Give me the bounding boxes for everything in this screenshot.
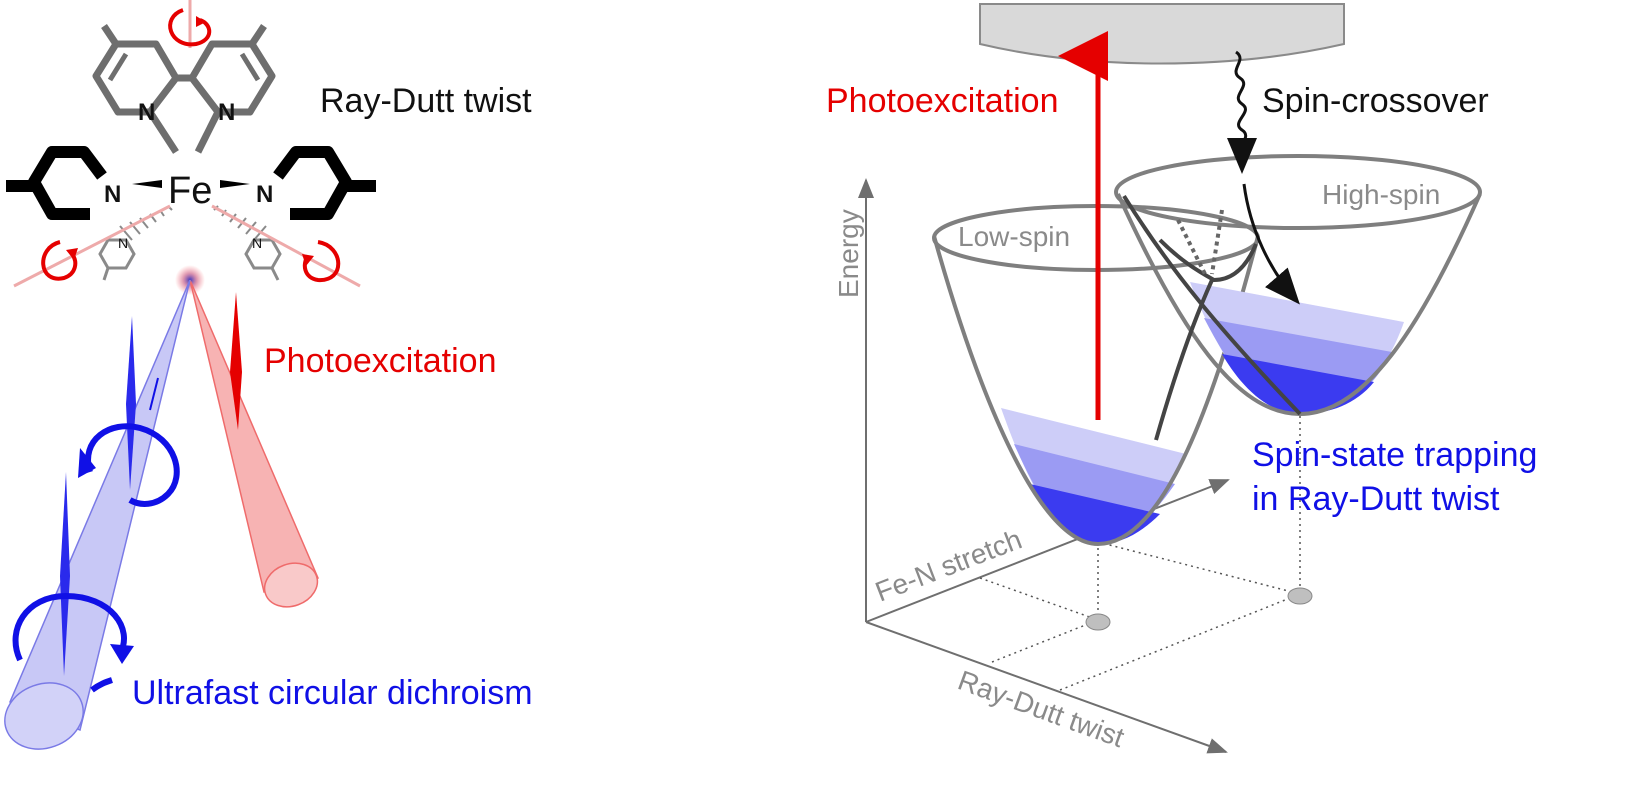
pump-beam bbox=[189, 279, 320, 608]
probe-circular-arrowhead-2 bbox=[110, 644, 134, 664]
top-rotation-arrow bbox=[168, 8, 212, 47]
ray-dutt-twist-axis-label: Ray-Dutt twist bbox=[954, 665, 1129, 754]
n-atom-right: N bbox=[256, 181, 273, 208]
low-spin-label: Low-spin bbox=[958, 221, 1070, 252]
energy-axis-label: Energy bbox=[833, 209, 864, 298]
n-atom-rear-right: N bbox=[252, 235, 262, 251]
trapping-label-line2: in Ray-Dutt twist bbox=[1252, 480, 1500, 518]
left-rotation-arrow bbox=[41, 240, 78, 281]
fe-n-stretch-axis-label: Fe-N stretch bbox=[871, 523, 1026, 607]
probe-small-arrow bbox=[149, 377, 159, 411]
relaxation-arrow bbox=[1242, 183, 1300, 305]
probe-circular-arrow-1 bbox=[85, 423, 180, 507]
top-rotation-arrowhead bbox=[196, 16, 206, 27]
fe-atom-label: Fe bbox=[168, 170, 212, 212]
left-wedge-bond bbox=[132, 180, 162, 188]
n-atom-left: N bbox=[104, 181, 121, 208]
probe-polarization-2 bbox=[60, 472, 70, 676]
left-bold-pyridine bbox=[6, 146, 107, 220]
photoexcitation-left-label: Photoexcitation bbox=[264, 342, 497, 380]
projection-lines bbox=[979, 416, 1301, 691]
probe-polarization-1 bbox=[126, 316, 136, 490]
right-rotation-arrow bbox=[302, 240, 341, 283]
left-rotation-axis bbox=[13, 204, 171, 288]
pump-polarization bbox=[230, 292, 242, 430]
circular-dichroism-label: Ultrafast circular dichroism bbox=[132, 674, 533, 712]
probe-circular-arrow-2 bbox=[12, 592, 127, 662]
energy-axes bbox=[858, 178, 1230, 754]
right-wedge-bond bbox=[220, 180, 250, 188]
excited-state-band bbox=[979, 3, 1345, 65]
ray-dutt-twist-label: Ray-Dutt twist bbox=[320, 82, 532, 120]
high-spin-projection-spot bbox=[1287, 587, 1313, 605]
low-spin-projection-spot bbox=[1085, 613, 1111, 631]
high-spin-label: High-spin bbox=[1322, 179, 1440, 210]
right-bold-pyridine bbox=[273, 146, 376, 220]
crossing-curves bbox=[1122, 194, 1302, 441]
molecule-structure: N N Fe N N bbox=[6, 0, 376, 295]
n-atom-top-right: N bbox=[218, 99, 235, 126]
probe-circular-arrowhead-1 bbox=[78, 448, 96, 478]
probe-circular-tail-2 bbox=[90, 677, 113, 693]
probe-beam bbox=[4, 279, 191, 750]
spin-crossover-wavy-arrow bbox=[1227, 50, 1257, 174]
n-atom-top-left: N bbox=[138, 99, 155, 126]
photoexcitation-right-label: Photoexcitation bbox=[826, 82, 1059, 120]
right-rotation-arrowhead bbox=[302, 254, 314, 266]
trapping-label-line1: Spin-state trapping bbox=[1252, 436, 1537, 474]
top-bipyridine bbox=[92, 24, 276, 154]
left-rotation-arrowhead bbox=[66, 248, 78, 260]
spin-crossover-label: Spin-crossover bbox=[1262, 82, 1489, 120]
n-atom-rear-left: N bbox=[118, 235, 128, 251]
right-rotation-axis bbox=[211, 204, 361, 288]
